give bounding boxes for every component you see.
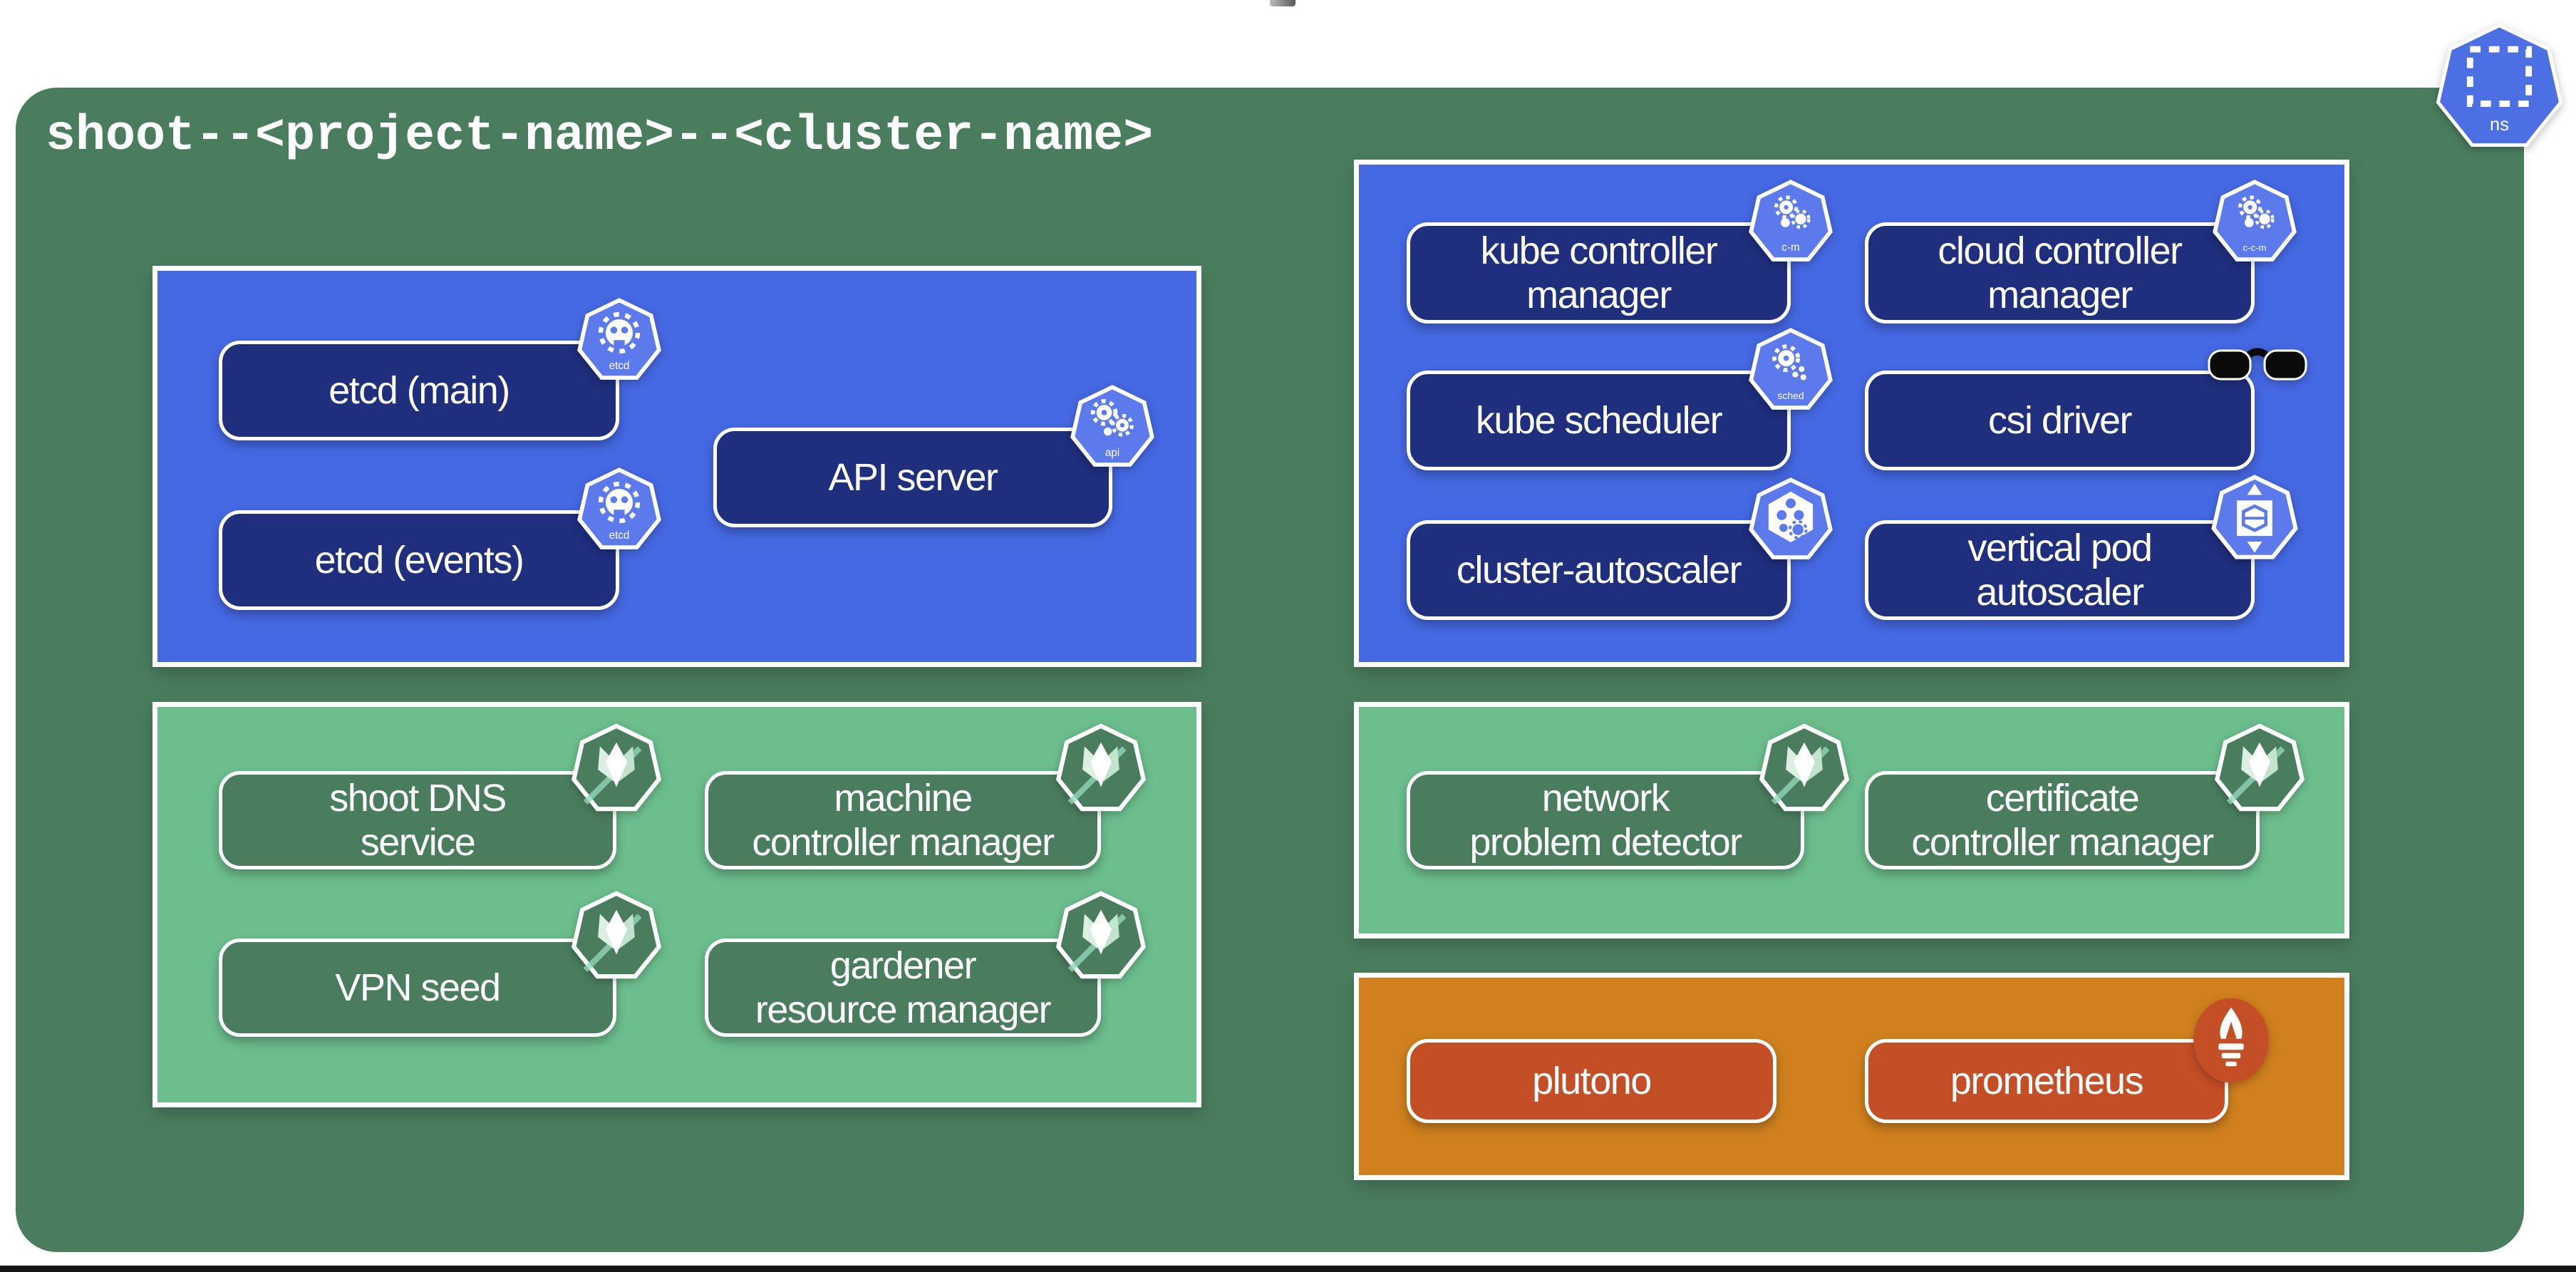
node-vpn-seed: VPN seed — [219, 939, 616, 1037]
node-etcd-main-label: etcd (main) — [329, 368, 510, 412]
etcd-glyph — [598, 311, 641, 354]
svg-text:c-c-m: c-c-m — [2243, 242, 2266, 253]
svg-text:c-m: c-m — [1781, 242, 1799, 254]
gardener-flower-glyph — [583, 909, 642, 973]
api-glyph — [1090, 399, 1134, 437]
node-etcd-events: etcd (events) — [219, 510, 619, 610]
node-kube-scheduler-label: kube scheduler — [1475, 398, 1723, 442]
gardener-flower-glyph — [2226, 742, 2285, 805]
gardener-flower-glyph — [1771, 742, 1830, 805]
controller-manager-icon: c-m — [1749, 180, 1833, 262]
gardener-flower-glyph — [583, 742, 642, 805]
sunglasses-icon — [2208, 348, 2307, 381]
svg-text:ns: ns — [2490, 115, 2509, 135]
cloud-controller-manager-icon: c-c-m — [2213, 180, 2297, 262]
node-plutono-label: plutono — [1532, 1059, 1652, 1102]
svg-text:etcd: etcd — [609, 360, 630, 372]
gardener-icon — [1055, 891, 1147, 979]
etcd-glyph — [598, 481, 641, 524]
etcd-icon: etcd — [577, 467, 661, 549]
node-csi-driver: csi driver — [1865, 371, 2255, 470]
node-prometheus: prometheus — [1865, 1039, 2228, 1123]
namespace-icon: ns — [2436, 24, 2563, 148]
cluster-autoscaler-icon — [1749, 477, 1833, 559]
namespace-dashed-square — [2466, 46, 2533, 107]
svg-text:etcd: etcd — [609, 529, 630, 542]
gardener-icon — [571, 723, 662, 812]
prometheus-icon — [2193, 998, 2269, 1083]
gardener-flower-glyph — [1067, 909, 1127, 973]
gardener-icon — [1055, 723, 1147, 812]
gardener-icon — [1759, 723, 1850, 812]
bottom-divider — [0, 1266, 2576, 1272]
node-kube-scheduler: kube scheduler — [1407, 371, 1791, 470]
panel-gardener-left — [152, 702, 1201, 1107]
controller-manager-glyph — [2238, 195, 2275, 229]
svg-text:sched: sched — [1777, 390, 1804, 401]
window-notch — [1270, 0, 1295, 6]
api-icon: api — [1070, 385, 1154, 467]
gardener-icon — [2214, 723, 2305, 812]
node-etcd-events-label: etcd (events) — [314, 538, 524, 581]
node-prometheus-label: prometheus — [1950, 1059, 2144, 1102]
vertical-pod-autoscaler-glyph — [2237, 483, 2272, 553]
vertical-pod-autoscaler-icon — [2211, 475, 2298, 559]
node-plutono: plutono — [1407, 1039, 1776, 1123]
node-api-server-label: API server — [828, 455, 998, 499]
prometheus-torch-glyph — [2218, 1007, 2244, 1067]
gardener-flower-glyph — [1067, 742, 1127, 805]
scheduler-icon: sched — [1749, 328, 1833, 410]
node-vpn-seed-label: VPN seed — [335, 966, 501, 1009]
node-cluster-autoscaler: cluster-autoscaler — [1407, 520, 1791, 620]
etcd-icon: etcd — [577, 298, 661, 380]
gardener-icon — [571, 891, 662, 979]
node-api-server: API server — [713, 428, 1112, 527]
node-cluster-autoscaler-label: cluster-autoscaler — [1456, 548, 1742, 591]
controller-manager-glyph — [1774, 195, 1811, 229]
cluster-autoscaler-glyph — [1768, 491, 1814, 542]
svg-text:api: api — [1105, 447, 1119, 459]
node-etcd-main: etcd (main) — [219, 341, 619, 440]
node-csi-driver-label: csi driver — [1987, 398, 2133, 442]
namespace-title: shoot--<project-name>--<cluster-name> — [46, 108, 1154, 165]
